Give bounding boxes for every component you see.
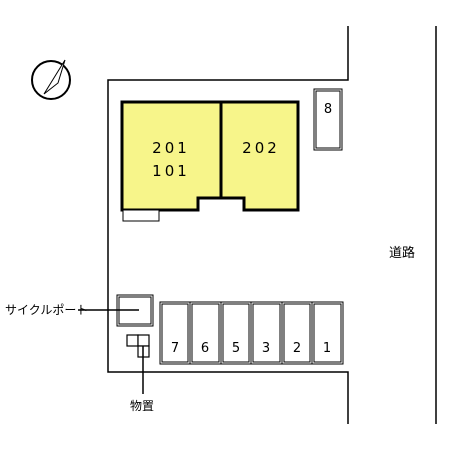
parking-space-6-inner bbox=[191, 303, 220, 363]
unit-label-202: 202 bbox=[242, 139, 280, 157]
site-boundary bbox=[107, 26, 349, 424]
parking-space-8-label: 8 bbox=[324, 102, 332, 117]
parking-space-label: 3 bbox=[262, 341, 270, 356]
parking-space-label: 5 bbox=[232, 341, 240, 356]
unit-label-101: 101 bbox=[152, 162, 190, 180]
storage-label: 物置 bbox=[130, 399, 154, 413]
parking-space-2 bbox=[281, 301, 313, 365]
entrance-step bbox=[122, 209, 160, 222]
parking-space-8-inner bbox=[315, 90, 341, 149]
parking-space-5-inner bbox=[222, 303, 250, 363]
cycle-port-label: サイクルポート bbox=[5, 303, 88, 317]
unit-label-201: 201 bbox=[152, 139, 190, 157]
parking-row: 7 6 5 3 2 1 bbox=[159, 301, 344, 365]
parking-space-2-inner bbox=[283, 303, 311, 363]
parking-space-8 bbox=[313, 88, 343, 151]
parking-space-label: 2 bbox=[293, 341, 301, 356]
parking-space-1-inner bbox=[313, 303, 342, 363]
parking-space-7-inner bbox=[161, 303, 189, 363]
north-arrow-icon bbox=[31, 59, 71, 100]
parking-space-label: 7 bbox=[171, 341, 179, 356]
parking-space-3-inner bbox=[252, 303, 281, 363]
parking-space-label: 1 bbox=[323, 341, 331, 356]
parking-space-1 bbox=[311, 301, 344, 365]
road-label: 道路 bbox=[389, 245, 415, 261]
parking-space-label: 6 bbox=[201, 341, 209, 356]
parking-space-6 bbox=[189, 301, 222, 365]
storage-shed bbox=[126, 334, 150, 358]
